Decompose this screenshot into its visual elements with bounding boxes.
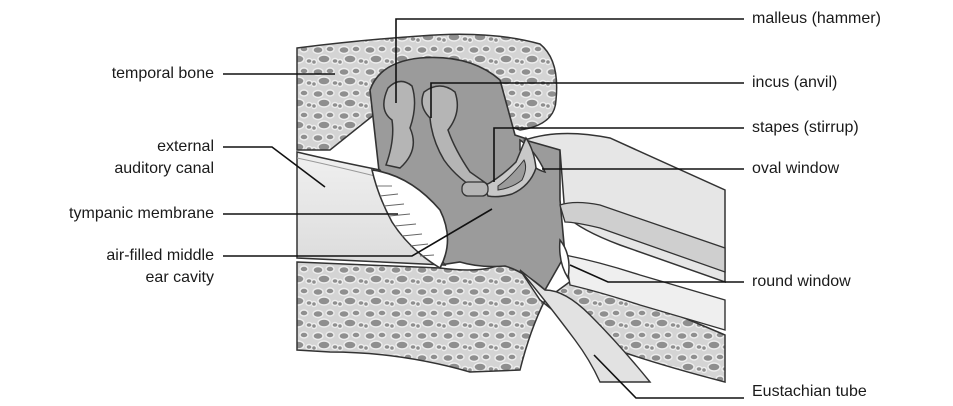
label-stapes: stapes (stirrup) (752, 117, 859, 138)
temporal-bone-lower (297, 262, 725, 382)
label-middle-ear-line2: ear cavity (146, 267, 214, 288)
label-round-window: round window (752, 271, 851, 292)
label-eustachian-tube: Eustachian tube (752, 381, 867, 402)
label-malleus: malleus (hammer) (752, 8, 881, 29)
label-incus: incus (anvil) (752, 72, 837, 93)
label-oval-window: oval window (752, 158, 839, 179)
label-external-canal-line1: external (157, 136, 214, 157)
label-temporal-bone: temporal bone (112, 63, 214, 84)
label-tympanic-membrane: tympanic membrane (69, 203, 214, 224)
label-middle-ear-line1: air-filled middle (106, 245, 214, 266)
round-window (560, 240, 569, 278)
stapes-footplate (462, 182, 488, 196)
label-external-canal-line2: auditory canal (114, 158, 214, 179)
